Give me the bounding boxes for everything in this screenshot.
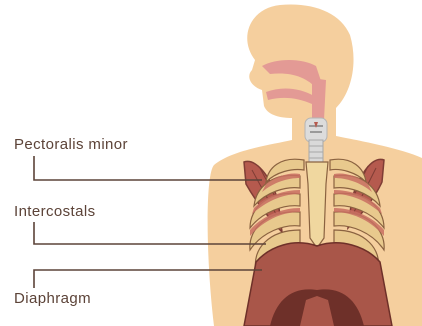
pharynx (312, 78, 326, 120)
label-intercostals: Intercostals (14, 204, 96, 219)
sternum (306, 162, 328, 248)
label-diaphragm: Diaphragm (14, 291, 91, 306)
label-pectoralis-minor: Pectoralis minor (14, 137, 128, 152)
larynx (305, 118, 327, 142)
